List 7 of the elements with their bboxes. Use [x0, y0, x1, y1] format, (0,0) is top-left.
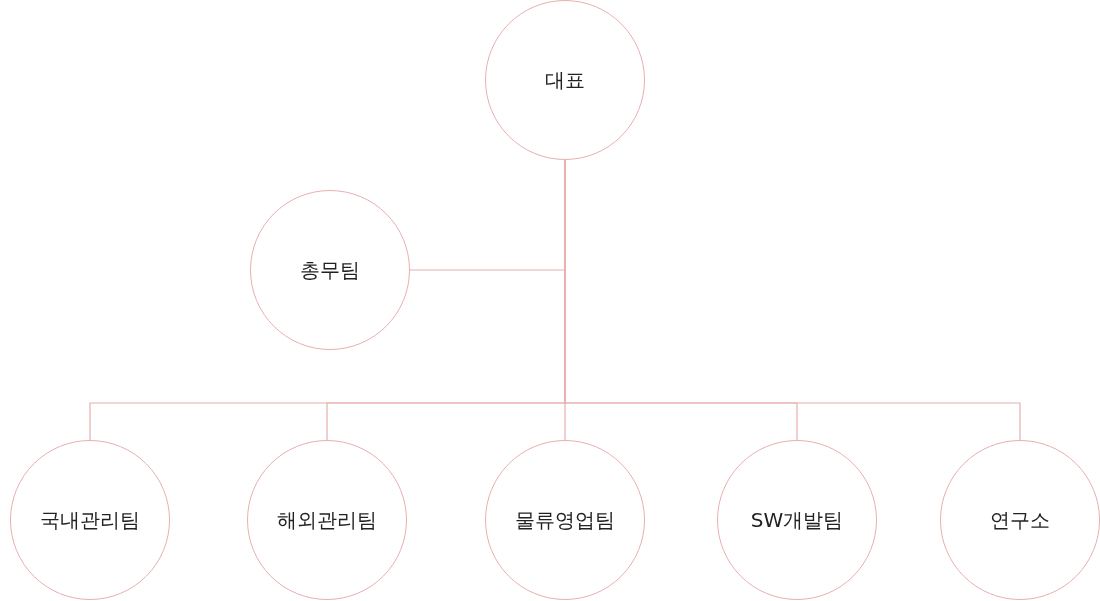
node-label: 해외관리팀: [277, 506, 377, 534]
node-label: 국내관리팀: [40, 506, 140, 534]
node-label: 물류영업팀: [515, 506, 615, 534]
node-label: 총무팀: [300, 256, 360, 284]
node-label: 대표: [545, 66, 585, 94]
node-label: 연구소: [990, 506, 1050, 534]
node-label: SW개발팀: [750, 506, 844, 534]
